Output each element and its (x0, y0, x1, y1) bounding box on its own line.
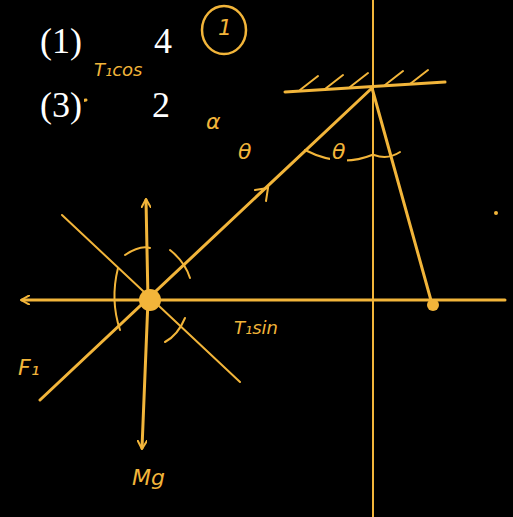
angle-label: α (204, 110, 223, 134)
angle-arc (374, 152, 400, 157)
rope-line (40, 88, 372, 400)
callout-circle (202, 6, 246, 54)
ceiling-hatch (300, 70, 428, 90)
ball (139, 289, 161, 311)
axis-line (62, 215, 240, 382)
item-number: (3) (38, 86, 84, 124)
force-component: T₁cos (92, 60, 145, 80)
force-label: Mg (130, 466, 167, 490)
angle-arc (170, 250, 190, 278)
rope-line (372, 88, 432, 304)
angle-label: θ (236, 140, 253, 164)
answer-value: 4 (152, 22, 174, 60)
gravity-force (142, 300, 148, 448)
dot (494, 211, 498, 215)
callout-number: 1 (216, 16, 234, 40)
ball (427, 299, 439, 311)
rope-arrow (255, 188, 268, 201)
force-component: T₁sin (232, 318, 280, 338)
answer-value: 2 (150, 86, 172, 124)
angle-arc (125, 247, 150, 255)
vertical-line (372, 0, 374, 517)
vertical-axis (146, 200, 148, 300)
angle-label: θ (330, 140, 347, 164)
angle-arc (114, 268, 120, 330)
force-label: F₁ (16, 356, 41, 380)
item-number: (1) (38, 22, 84, 60)
angle-arc (165, 318, 185, 342)
